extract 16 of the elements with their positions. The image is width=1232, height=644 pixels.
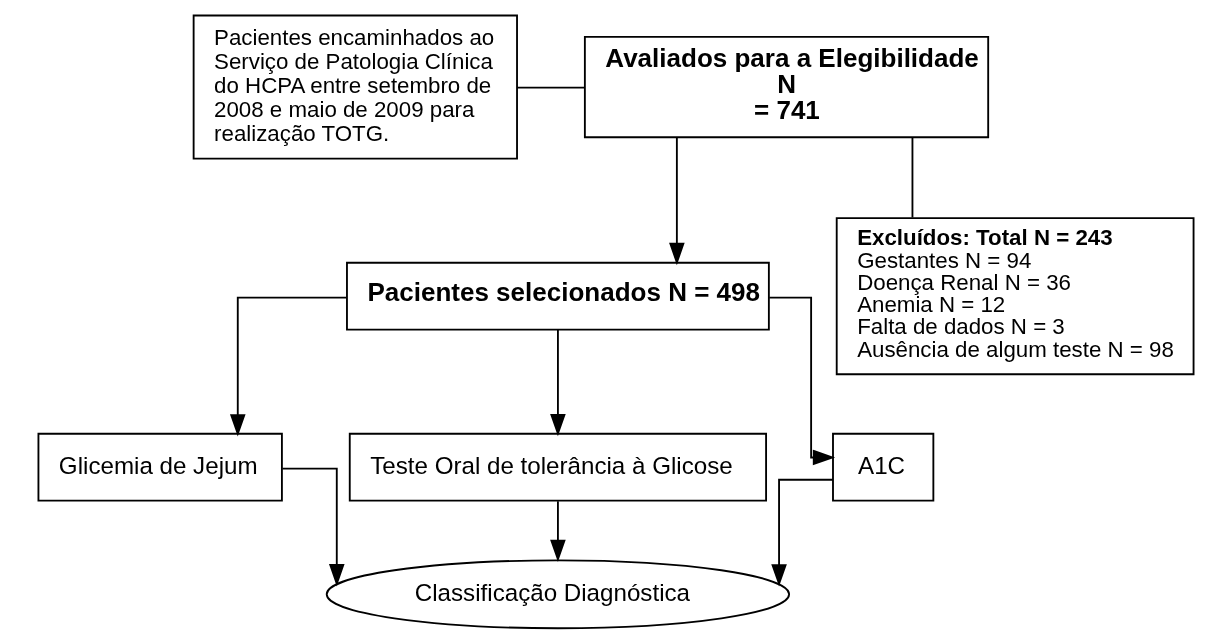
node-box: Pacientes selecionados N = 498 (346, 261, 770, 331)
arrow (229, 296, 348, 437)
connector (911, 136, 914, 219)
arrow (768, 296, 836, 466)
node-box: Glicemia de Jejum (37, 432, 283, 502)
arrow (550, 329, 566, 437)
connector (516, 86, 586, 89)
node-box: Pacientes encaminhados ao Serviço de Patologia Clínica do HCPA entre setembro de 2008 e maio de 2009 para realização TOTG. (192, 14, 518, 160)
arrow (550, 500, 566, 563)
arrow (771, 478, 834, 587)
arrow (281, 467, 345, 587)
node-box: Avaliados para a Elegibilidade N = 741 (583, 36, 990, 139)
node-box: Teste Oral de tolerância à Glicose (348, 432, 767, 502)
node-box: Excluídos: Total N = 243 Gestantes N = 94 Doença Renal N = 36 Anemia N = 12 Falta de dados N = 3 Ausência de algum teste N = 98 (835, 217, 1195, 376)
arrow (669, 136, 685, 266)
node-box: A1C (832, 432, 935, 502)
